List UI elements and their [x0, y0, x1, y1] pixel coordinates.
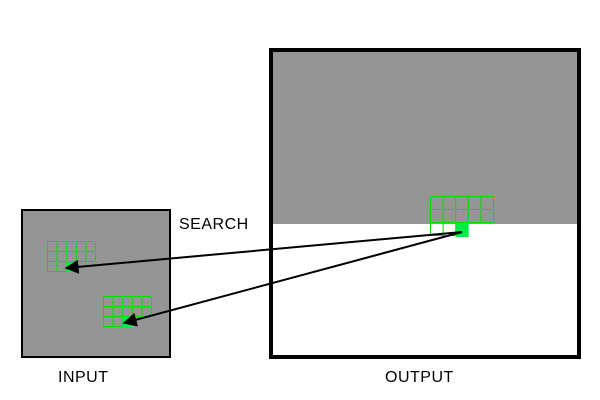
output-empty-region	[271, 224, 579, 357]
output-current-pixel	[455, 223, 469, 237]
search-label: SEARCH	[179, 216, 249, 233]
output-label: OUTPUT	[385, 369, 454, 386]
output-neighborhood-grid	[430, 196, 494, 236]
search-arrow-1	[64, 231, 463, 274]
output-border	[269, 48, 581, 359]
input-label: INPUT	[58, 369, 109, 386]
input-image	[21, 209, 171, 358]
input-texture	[21, 209, 171, 358]
output-filled-region	[271, 50, 579, 224]
output-image	[269, 48, 581, 359]
search-arrow-2	[122, 231, 463, 327]
